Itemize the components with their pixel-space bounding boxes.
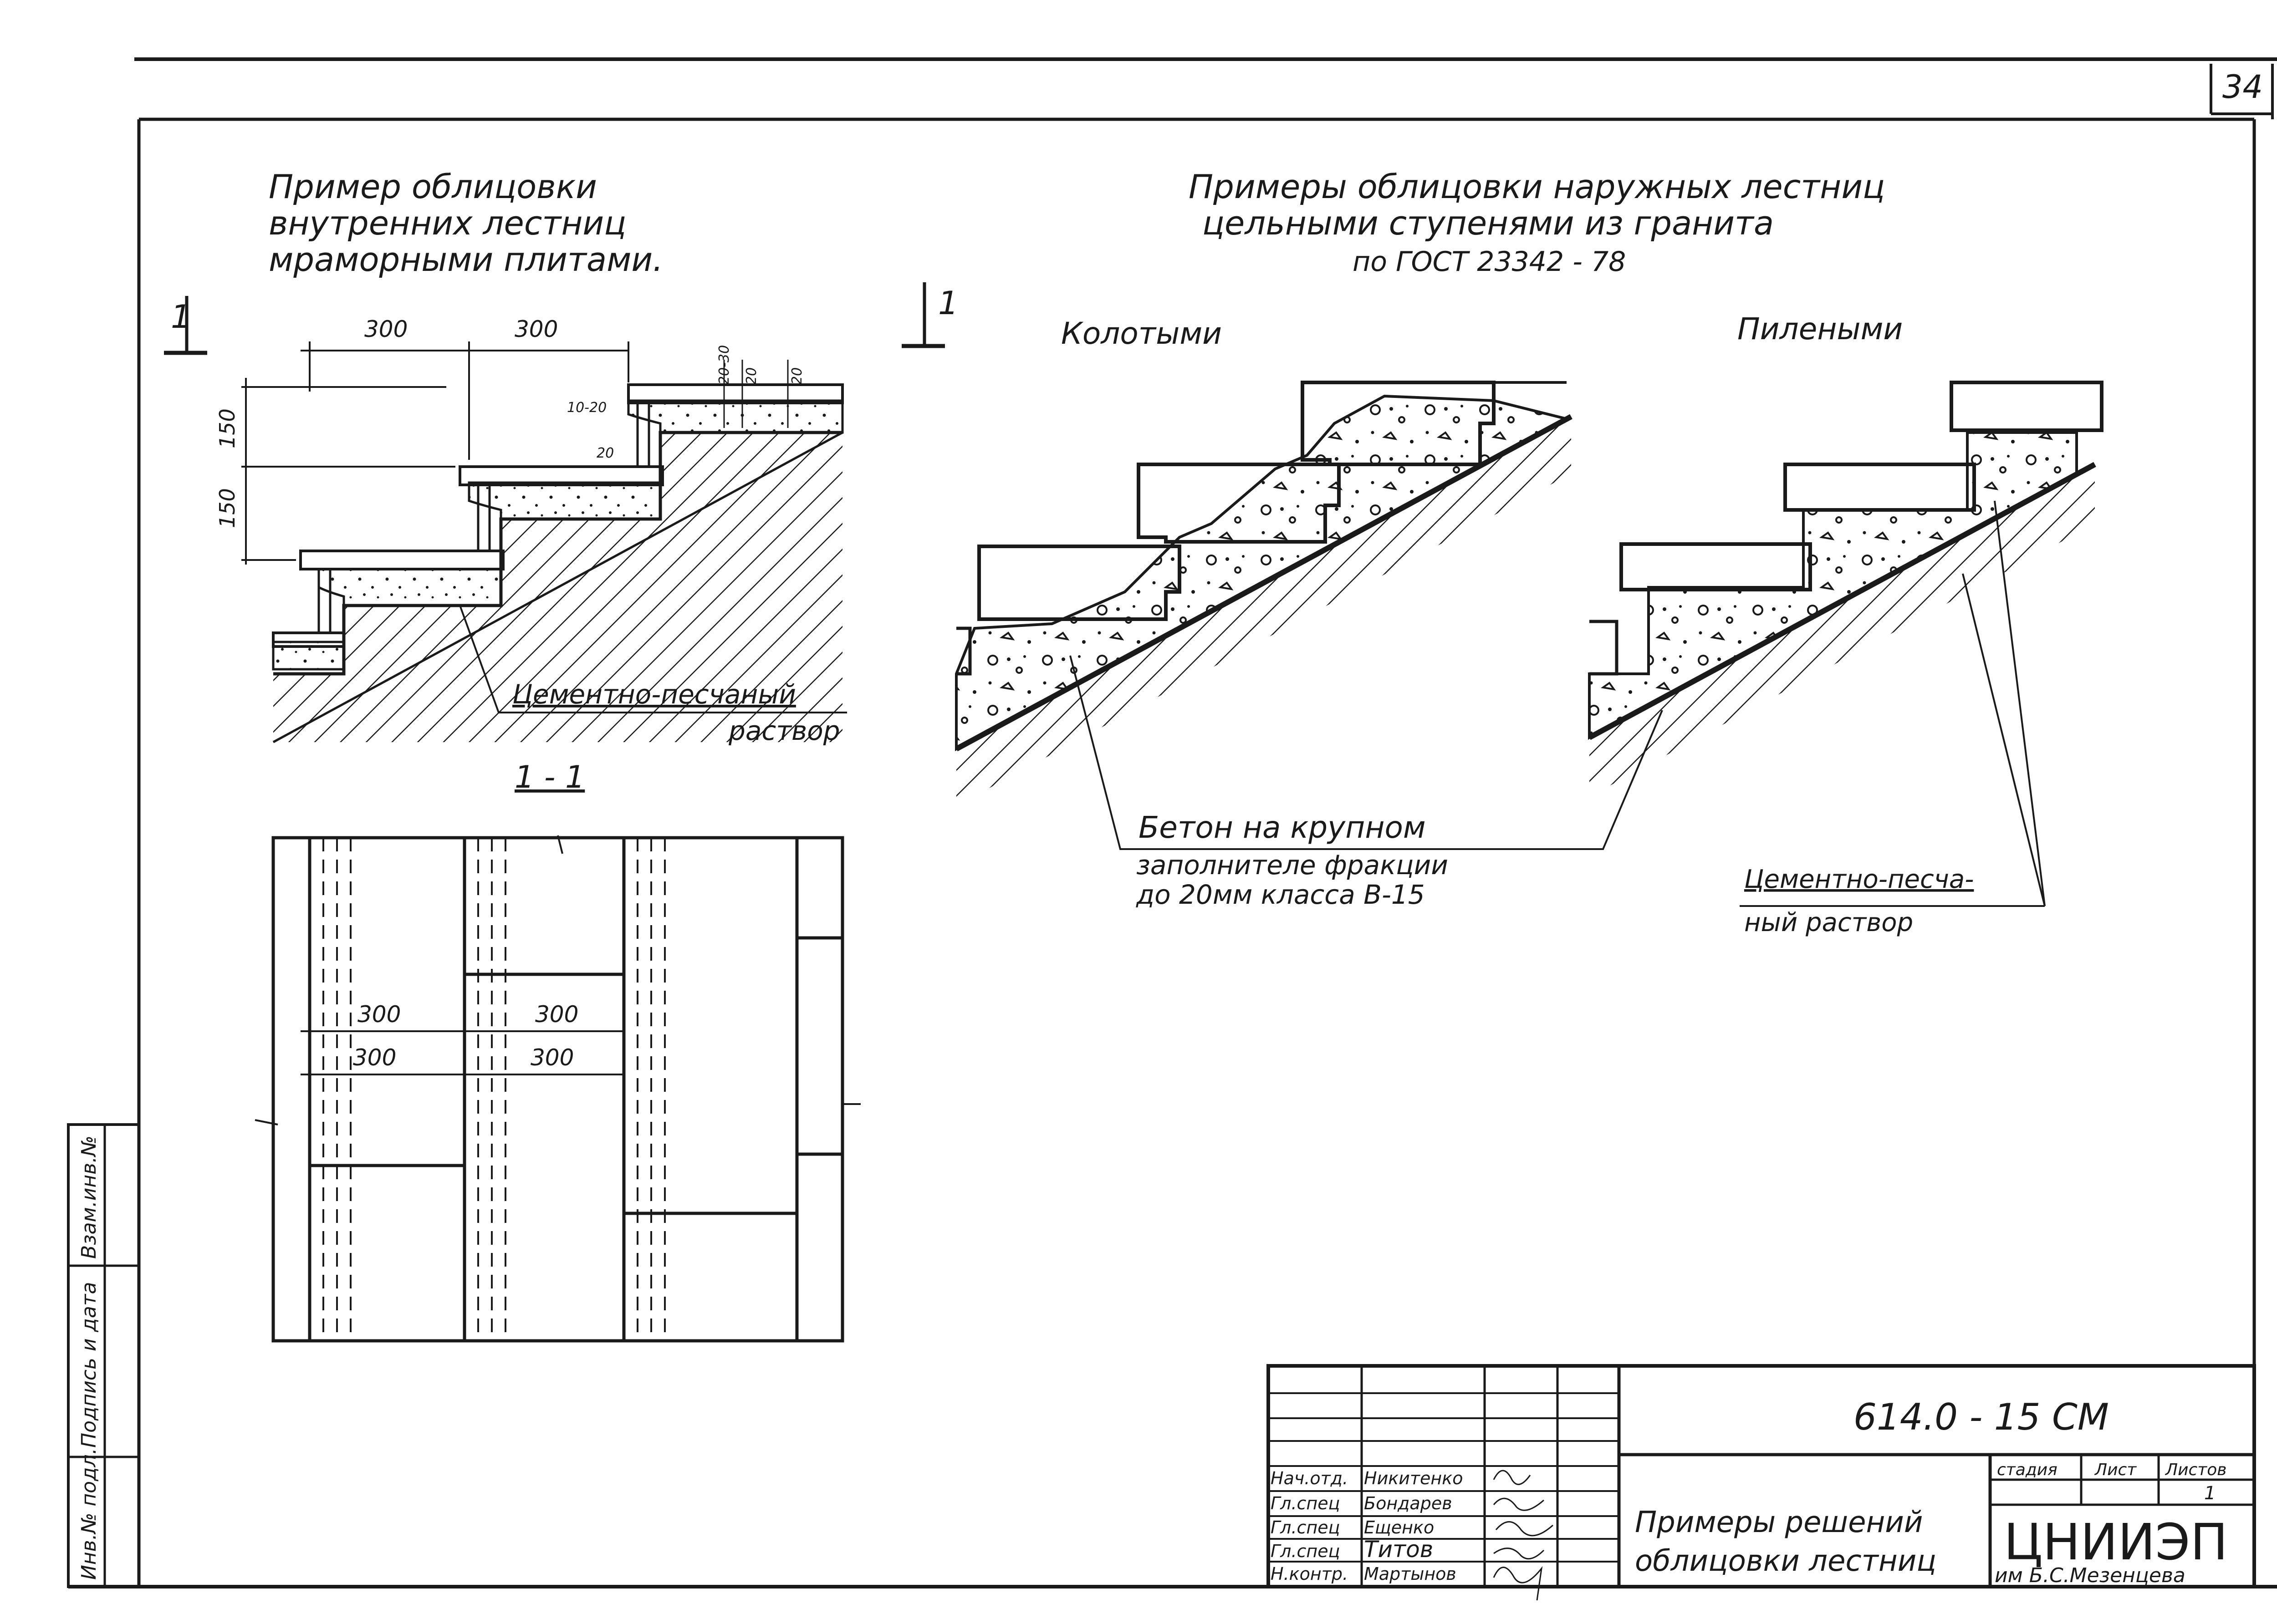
sheets-header: Листов xyxy=(2165,1461,2226,1479)
exterior-title-line-2: цельными ступенями из гранита xyxy=(1202,204,1774,242)
signature-role-5: Н.контр. xyxy=(1271,1564,1348,1584)
svg-text:1: 1 xyxy=(171,298,191,336)
interior-dim-small-1: 20-30 xyxy=(716,345,732,385)
exterior-mortar-label-2: ный раствор xyxy=(1744,908,1913,937)
interior-title: Пример облицовки внутренних лестниц мрам… xyxy=(269,168,663,279)
signature-name-2: Бондарев xyxy=(1364,1493,1452,1513)
exterior-title-line-3: по ГОСТ 23342 - 78 xyxy=(1353,246,1626,278)
stage-header: стадия xyxy=(1997,1461,2057,1479)
section-dim-upper-1: 300 xyxy=(357,1001,401,1028)
interior-dim-small-3: 20 xyxy=(789,367,805,385)
signature-name-1: Никитенко xyxy=(1364,1468,1463,1488)
section-dim-upper-2: 300 xyxy=(535,1001,578,1028)
exterior-title-line-1: Примеры облицовки наружных лестниц xyxy=(1189,168,1885,206)
interior-dim-150-a: 150 xyxy=(215,408,240,448)
section-view-plan xyxy=(255,835,861,1343)
section-marker-right: 1 xyxy=(902,282,959,348)
stamp-signature-date: Подпись и дата xyxy=(77,1282,101,1448)
organization-sub: им Б.С.Мезенцева xyxy=(1995,1564,2185,1587)
side-stamp xyxy=(67,1123,140,1588)
svg-text:1: 1 xyxy=(938,285,959,322)
concrete-label-3: до 20мм класса В-15 xyxy=(1136,879,1425,910)
section-dim-lower-1: 300 xyxy=(353,1044,396,1071)
interior-title-line-2: внутренних лестниц xyxy=(269,204,626,242)
interior-dim-150-b: 150 xyxy=(215,488,240,528)
interior-dim-small-2: 20 xyxy=(744,367,760,385)
sheet-frame xyxy=(68,57,2277,1588)
document-title-1: Примеры решений xyxy=(1635,1506,1923,1539)
variant-left-label: Колотыми xyxy=(1061,316,1222,351)
exterior-split-steps xyxy=(955,381,1572,806)
interior-dim-300-b: 300 xyxy=(515,316,558,342)
sheets-value: 1 xyxy=(2204,1483,2216,1504)
signature-name-4: Титов xyxy=(1364,1536,1433,1563)
signature-role-4: Гл.спец xyxy=(1271,1541,1340,1561)
signature-name-3: Ещенко xyxy=(1364,1517,1434,1537)
interior-mortar-label-1: Цементно-песчаный xyxy=(512,679,796,710)
signature-name-5: Мартынов xyxy=(1364,1564,1456,1584)
variant-right-label: Пилеными xyxy=(1737,311,1903,346)
signature-rows: Нач.отд. Никитенко Гл.спец Бондарев Гл.с… xyxy=(1271,1468,1553,1601)
interior-stair-drawing xyxy=(241,341,847,743)
interior-dim-20: 20 xyxy=(597,445,614,461)
section-view-title: 1 - 1 xyxy=(515,759,585,795)
exterior-mortar-label-1: Цементно-песча- xyxy=(1744,865,1974,894)
interior-dim-300-a: 300 xyxy=(364,316,408,342)
section-marker-left: 1 xyxy=(164,296,207,355)
exterior-sawn-steps xyxy=(1588,381,2103,797)
sheet-header: Лист xyxy=(2094,1461,2137,1479)
section-dim-lower-2: 300 xyxy=(531,1044,574,1071)
interior-mortar-label-2: раствор xyxy=(728,715,840,746)
title-block xyxy=(1266,1364,2256,1588)
concrete-label-1: Бетон на крупном xyxy=(1138,810,1426,845)
stamp-inventory-number: Инв.№ подл. xyxy=(77,1448,101,1580)
exterior-leaders xyxy=(1069,500,2046,907)
organization-name: ЦНИИЭП xyxy=(2004,1513,2228,1571)
interior-dim-10-20: 10-20 xyxy=(567,400,607,416)
signature-role-2: Гл.спец xyxy=(1271,1493,1340,1513)
concrete-label-2: заполнителе фракции xyxy=(1136,850,1448,881)
interior-title-line-1: Пример облицовки xyxy=(269,168,597,206)
signature-role-1: Нач.отд. xyxy=(1271,1468,1348,1488)
signature-role-3: Гл.спец xyxy=(1271,1517,1340,1537)
document-title-2: облицовки лестниц xyxy=(1635,1544,1936,1578)
exterior-title: Примеры облицовки наружных лестниц цельн… xyxy=(1189,168,1885,278)
stamp-replacement-number: Взам.инв.№ xyxy=(77,1135,101,1259)
interior-title-line-3: мраморными плитами. xyxy=(269,240,663,279)
document-code: 614.0 - 15 СМ xyxy=(1853,1396,2109,1438)
page-number: 34 xyxy=(2222,68,2263,106)
